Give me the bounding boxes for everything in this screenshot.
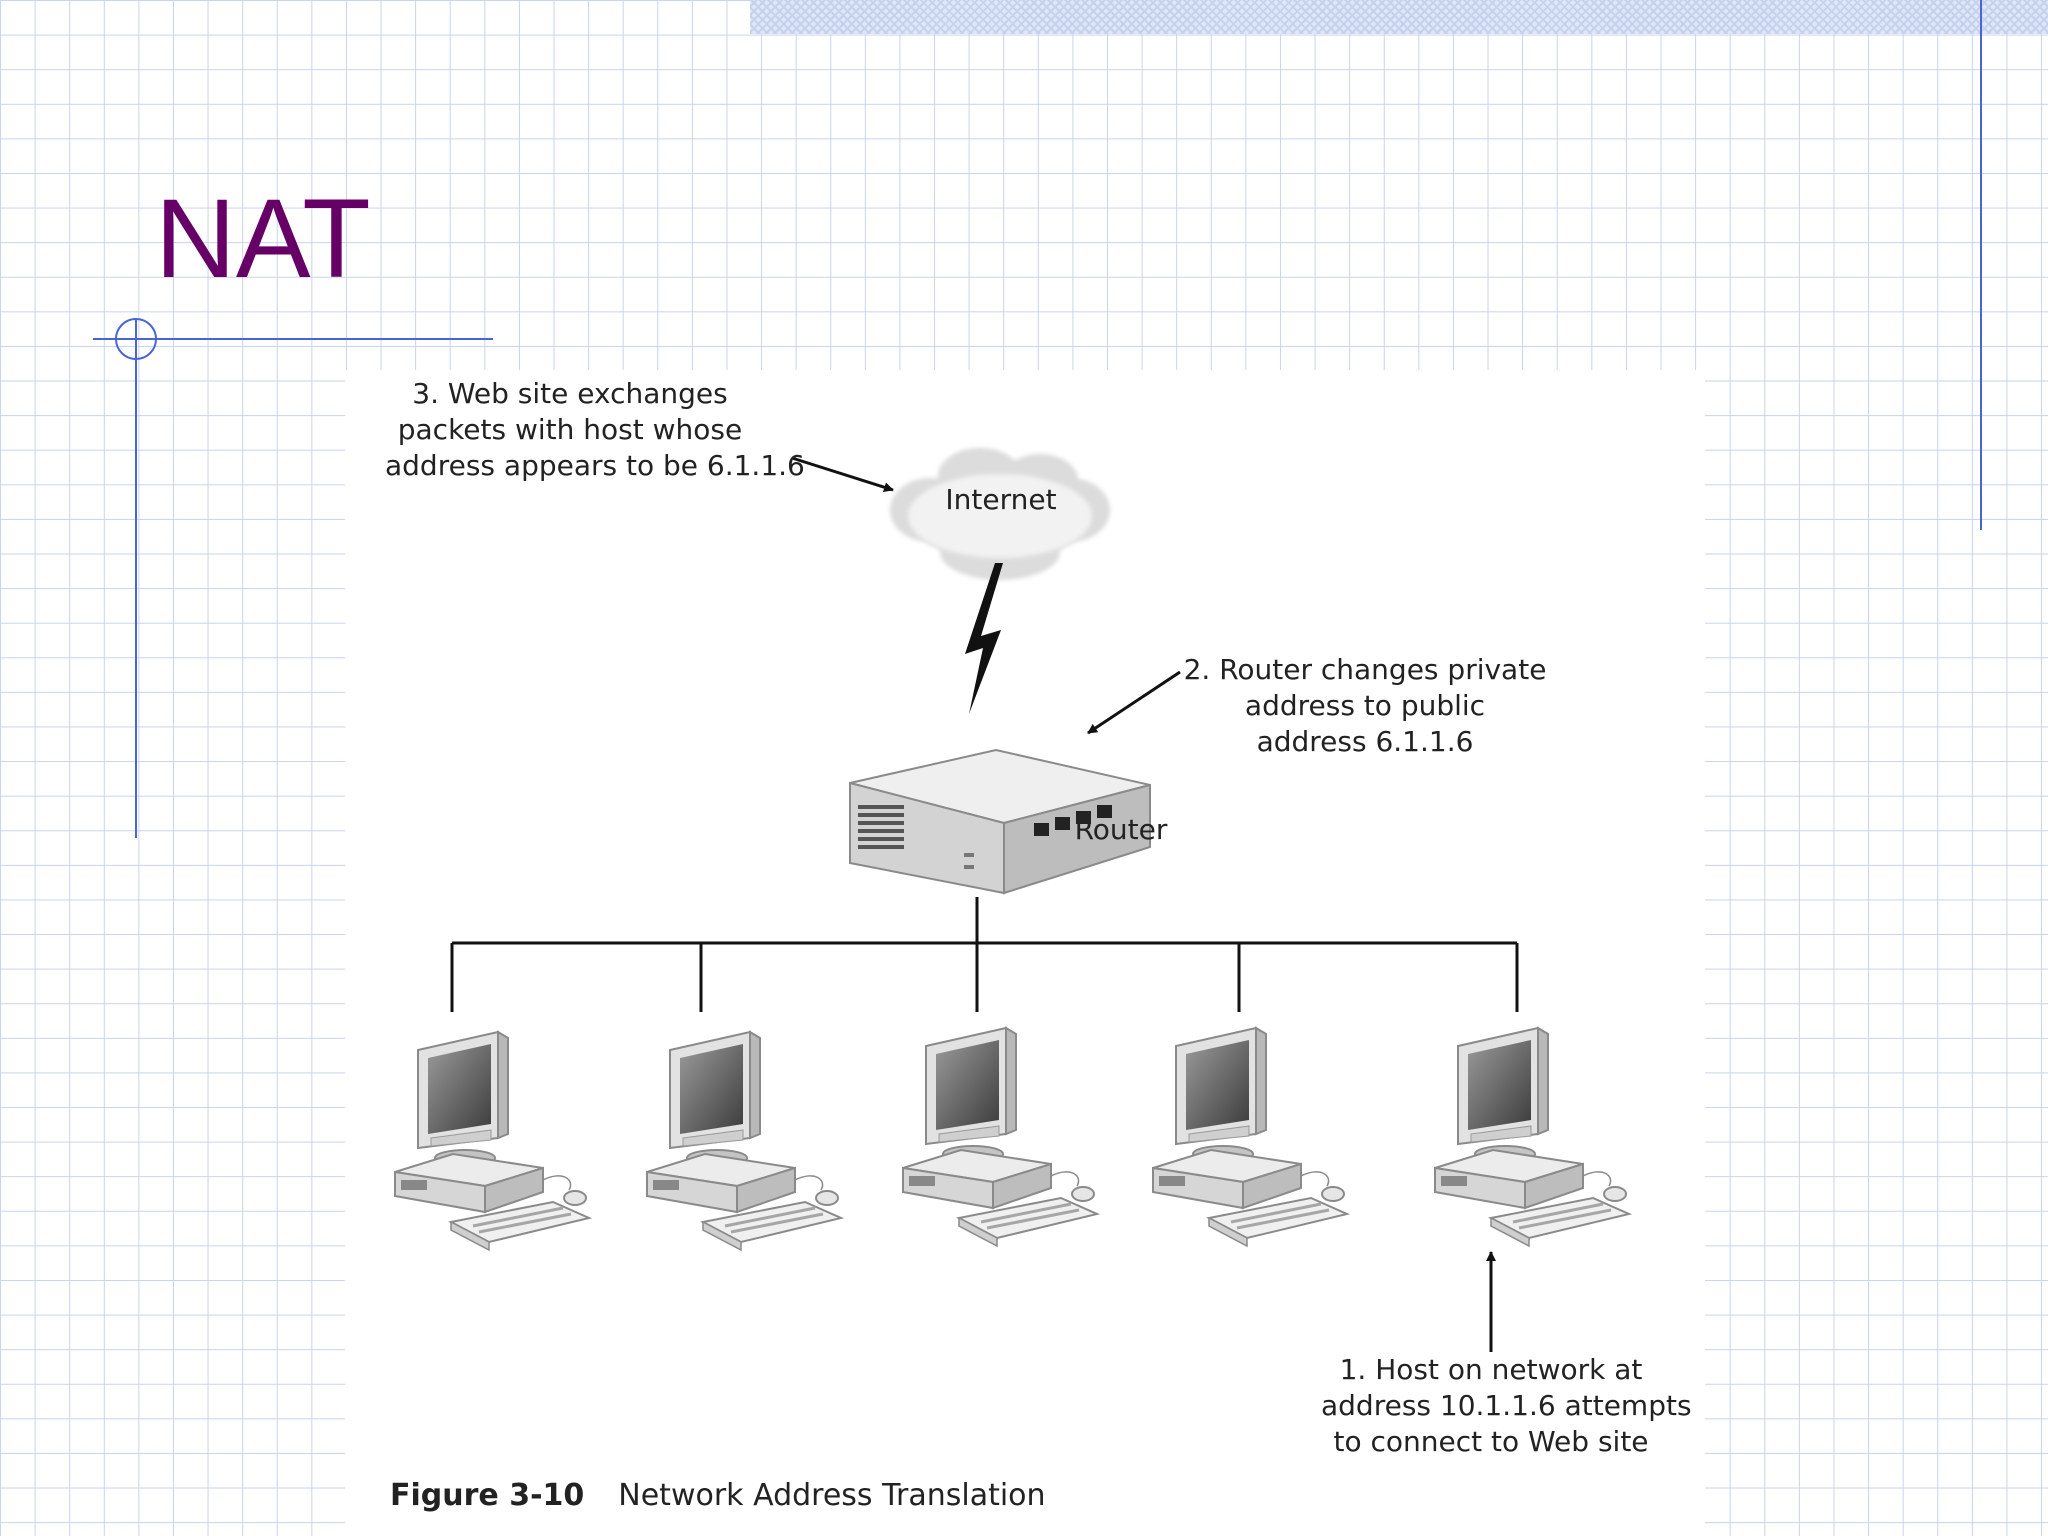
top-pattern-band [750,0,2048,34]
step1-line-1: 1. Host on network at [1339,1353,1643,1386]
step2-line-2: address to public [1244,689,1486,722]
arrow-step3 [791,456,894,493]
router-label: Router [1074,813,1168,846]
step1-line-3: to connect to Web site [1333,1425,1649,1458]
right-accent-rule [1980,0,1982,530]
step2-line-1: 2. Router changes private [1183,653,1547,686]
computer-icon [901,1026,1099,1248]
computer-icon [1433,1026,1631,1248]
computer-icon [645,1030,843,1252]
slide-title: NAT [155,176,371,301]
arrow-step2 [1087,670,1181,735]
cloud-icon [890,448,1110,580]
internet-label: Internet [945,483,1057,516]
step1-line-2: address 10.1.1.6 attempts [1321,1389,1692,1422]
title-underline [93,338,493,340]
network-bus [450,897,1519,1012]
step3-line-1: 3. Web site exchanges [412,377,728,410]
figure-caption: Figure 3-10 Network Address Translation [390,1478,1046,1513]
step1-label: 1. Host on network at address 10.1.1.6 a… [1321,1352,1692,1460]
computer-icon [1151,1026,1349,1248]
lightning-icon [965,563,1003,714]
computer-icon [393,1030,591,1252]
step2-label: 2. Router changes private address to pub… [1180,652,1550,760]
step2-line-3: address 6.1.1.6 [1256,725,1474,758]
figure-caption-text: Network Address Translation [618,1478,1046,1513]
step3-label: 3. Web site exchanges packets with host … [385,376,805,484]
nat-figure: 3. Web site exchanges packets with host … [345,370,1705,1536]
step3-line-2: packets with host whose [397,413,743,446]
left-accent-rule [135,320,137,838]
step3-line-3: address appears to be 6.1.1.6 [385,449,805,482]
bullet-circle-ornament [115,318,157,360]
router-icon [849,748,1151,895]
nat-diagram [393,448,1631,1352]
figure-number: Figure 3-10 [390,1478,585,1513]
